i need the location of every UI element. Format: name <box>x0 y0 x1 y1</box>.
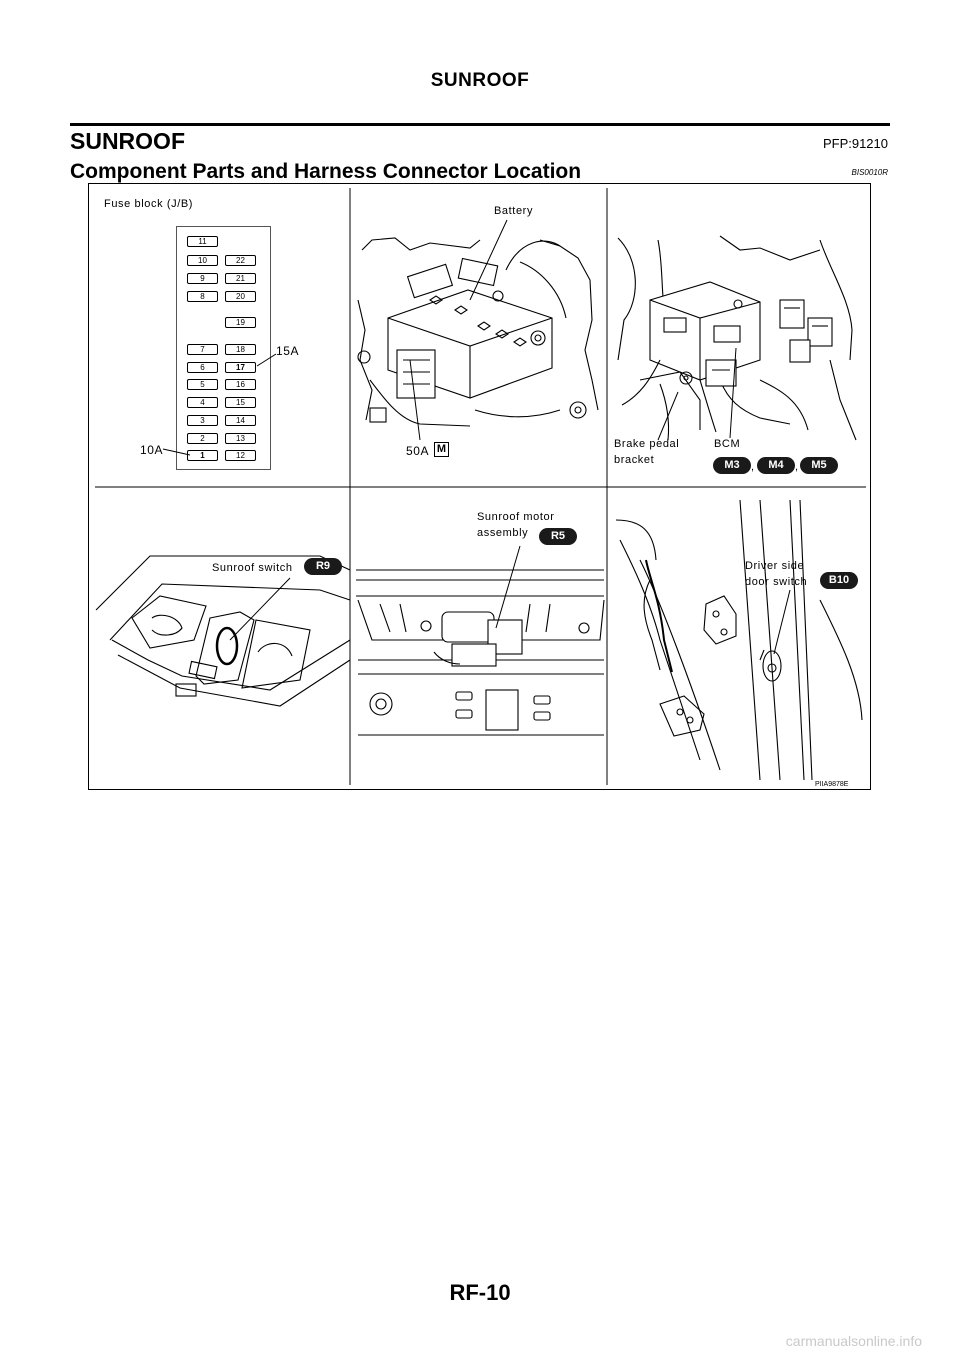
sunroof-motor-label-line2: assembly <box>477 527 529 539</box>
brake-pedal-label-line1: Brake pedal <box>614 438 680 450</box>
sunroof-switch-label: Sunroof switch <box>212 562 293 574</box>
fuse-19: 19 <box>225 317 256 328</box>
fuse-2: 2 <box>187 433 218 444</box>
page-number: RF-10 <box>449 1280 511 1305</box>
fuse-13: 13 <box>225 433 256 444</box>
fuse-12: 12 <box>225 450 256 461</box>
fuse-6: 6 <box>187 362 218 373</box>
connector-b10-badge: B10 <box>820 572 858 589</box>
connector-m3-badge: M3 <box>713 457 751 474</box>
fuse-10: 10 <box>187 255 218 266</box>
connector-r5-badge: R5 <box>539 528 577 545</box>
fuse-5: 5 <box>187 379 218 390</box>
subsection-code: BIS0010R <box>851 168 888 177</box>
component-location-figure <box>88 183 871 790</box>
fuse-21: 21 <box>225 273 256 284</box>
sunroof-motor-label-line1: Sunroof motor <box>477 511 555 523</box>
connector-separator: , <box>751 461 755 473</box>
fuse-15: 15 <box>225 397 256 408</box>
fuse-10a-label: 10A <box>140 443 164 457</box>
pfp-code: PFP:91210 <box>822 136 888 151</box>
fuse-16: 16 <box>225 379 256 390</box>
page-header-title: SUNROOF <box>430 70 530 91</box>
figure-code: PIIA9878E <box>815 781 849 788</box>
fuse-18: 18 <box>225 344 256 355</box>
bcm-label: BCM <box>714 438 741 450</box>
fuse-15a-label: 15A <box>276 344 300 358</box>
connector-m5-badge: M5 <box>800 457 838 474</box>
fuse-14: 14 <box>225 415 256 426</box>
fuse-4: 4 <box>187 397 218 408</box>
brake-pedal-label-line2: bracket <box>614 454 655 466</box>
door-switch-label-line1: Driver side <box>745 560 805 572</box>
connector-r9-badge: R9 <box>304 558 342 575</box>
fuse-7: 7 <box>187 344 218 355</box>
connector-separator: , <box>795 461 799 473</box>
section-title: SUNROOF <box>70 128 185 154</box>
fuse-3: 3 <box>187 415 218 426</box>
fuse-8: 8 <box>187 291 218 302</box>
fuse-20: 20 <box>225 291 256 302</box>
watermark: carmanualsonline.info <box>785 1333 922 1349</box>
fuse-11: 11 <box>187 236 218 247</box>
fuse-17: 17 <box>225 362 256 373</box>
header-rule <box>70 123 890 126</box>
connector-m-box: M <box>434 442 449 457</box>
fuse-1: 1 <box>187 450 218 461</box>
fuse-9: 9 <box>187 273 218 284</box>
fusible-link-50a-label: 50A <box>406 444 430 458</box>
fuse-22: 22 <box>225 255 256 266</box>
door-switch-label-line2: door switch <box>745 576 808 588</box>
subsection-title: Component Parts and Harness Connector Lo… <box>70 160 582 183</box>
battery-label: Battery <box>494 205 534 217</box>
connector-m4-badge: M4 <box>757 457 795 474</box>
fuse-block-label: Fuse block (J/B) <box>104 198 194 210</box>
